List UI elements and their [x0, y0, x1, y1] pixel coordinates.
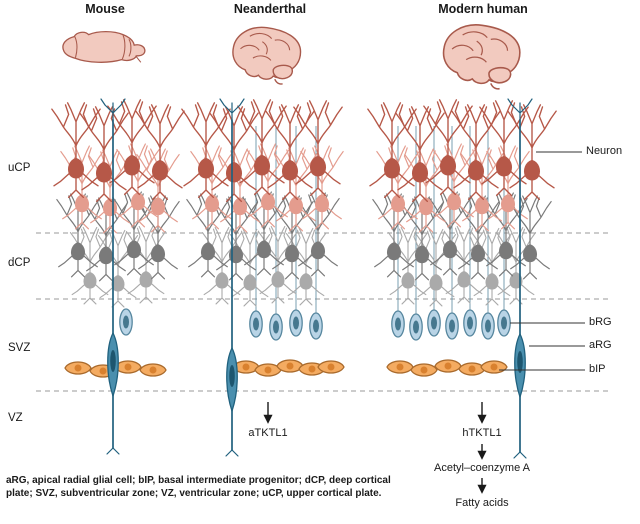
- neuron-cell-upper: [479, 100, 529, 197]
- neuron-cell-upper: [51, 102, 101, 199]
- neuron-cell-upper: [246, 143, 290, 228]
- cell-label-brg: bRG: [589, 316, 612, 328]
- zone-label-svz: SVZ: [8, 342, 31, 354]
- zone-label-ucp: uCP: [8, 162, 31, 174]
- label-atktl1: aTKTL1: [248, 427, 288, 439]
- brg-cell: [463, 309, 477, 337]
- bip-cell: [410, 363, 438, 377]
- brg-cell: [427, 309, 441, 337]
- label-htktl1: hTKTL1: [462, 427, 502, 439]
- bip-cell: [434, 359, 462, 373]
- arg-endfoot: [106, 447, 120, 455]
- column-header-neanderthal: Neanderthal: [233, 2, 307, 16]
- neuron-cell-upper: [60, 145, 104, 230]
- brg-cell: [119, 308, 133, 336]
- brg-cell: [391, 310, 405, 338]
- neuron-cell-upper: [181, 102, 231, 199]
- arg-cell-body: [107, 332, 119, 397]
- arg-cell-body: [226, 347, 238, 412]
- bip-cell: [114, 360, 142, 374]
- brg-cell: [269, 313, 283, 341]
- neuron-cell-upper: [432, 143, 476, 228]
- mouse-brain-illustration: [62, 30, 146, 63]
- neuron-cell-upper: [367, 102, 417, 199]
- brg-cell: [409, 313, 423, 341]
- bip-cell: [386, 360, 414, 374]
- cell-label-arg: aRG: [589, 339, 612, 351]
- arg-endfoot: [513, 451, 527, 459]
- brg-cell: [309, 312, 323, 340]
- label-fatty-acids: Fatty acids: [455, 497, 509, 509]
- cells-layer: [51, 98, 557, 459]
- arg-endfoot: [225, 449, 239, 457]
- cell-label-bip: bIP: [589, 363, 606, 375]
- brg-cell: [497, 309, 511, 337]
- modern-human-brain-illustration: [442, 24, 521, 90]
- bip-cell: [458, 362, 486, 376]
- brg-cell: [249, 310, 263, 338]
- bip-cell: [480, 360, 508, 374]
- neuron-cell-deep: [69, 226, 111, 305]
- column-header-modern-human: Modern human: [438, 2, 528, 16]
- neuron-cell-upper: [190, 145, 234, 230]
- neuron-cell-upper: [293, 100, 343, 197]
- neuron-cell-deep: [125, 225, 167, 304]
- column-header-mouse: Mouse: [85, 2, 125, 16]
- bip-cell: [317, 360, 345, 374]
- bip-cell: [64, 361, 92, 375]
- brg-cell: [445, 312, 459, 340]
- brg-cell: [289, 309, 303, 337]
- abbreviations-caption: aRG, apical radial glial cell; bIP, basa…: [6, 475, 391, 500]
- bip-cell: [139, 363, 167, 377]
- neanderthal-brain-illustration: [232, 26, 302, 85]
- label-acetyl-coenzyme-a: Acetyl–coenzyme A: [434, 462, 530, 474]
- brg-cell: [481, 312, 495, 340]
- cell-label-neuron: Neuron: [586, 145, 623, 157]
- zone-label-vz: VZ: [8, 412, 23, 424]
- zone-label-dcp: dCP: [8, 257, 31, 269]
- arg-cell-body: [514, 333, 526, 398]
